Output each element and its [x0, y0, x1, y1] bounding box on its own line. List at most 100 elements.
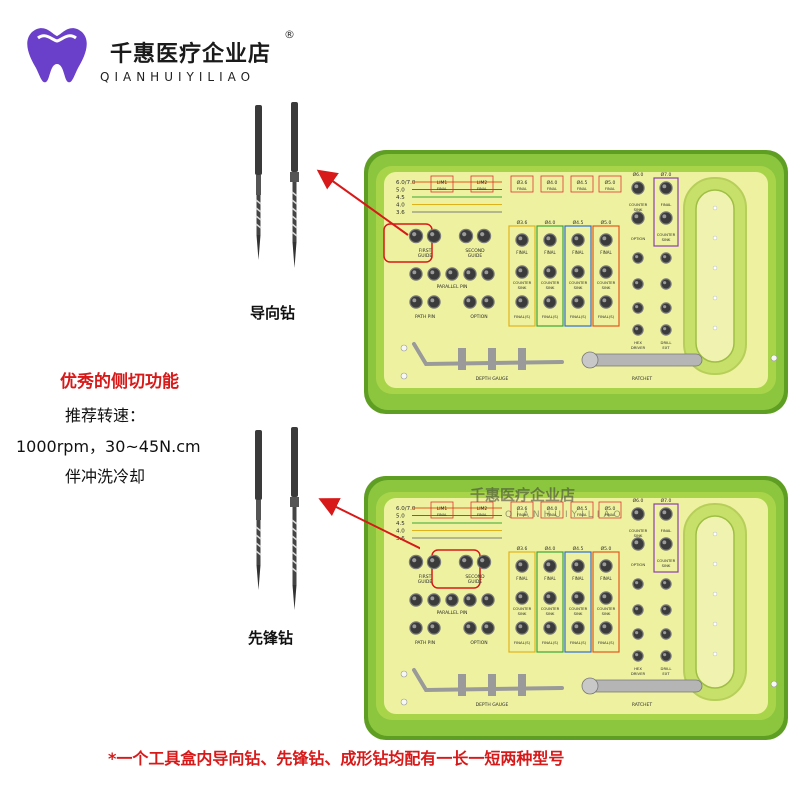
counter-sink-label: COUNTER	[629, 528, 648, 533]
tool-hole	[633, 325, 643, 335]
watermark-pinyin: QIANHUIYILIAO	[505, 510, 625, 520]
drill-column-frame	[508, 551, 536, 653]
drill-column-frame	[536, 225, 564, 327]
second-guide-label: GUIDE	[468, 253, 483, 259]
second-guide-hole	[478, 556, 490, 568]
second-guide-label: SECOND	[465, 248, 485, 254]
parallel-pin-hole	[428, 268, 440, 280]
final-s-label: FINAL(S)	[598, 640, 615, 645]
depth-gauge-label: DEPTH GAUGE	[476, 702, 509, 708]
long-guide-drill	[290, 102, 299, 268]
counter-sink-label: SINK	[634, 207, 643, 212]
depth-gauge-label: DEPTH GAUGE	[476, 376, 509, 382]
top-size-label: Ø7.0	[661, 497, 672, 504]
drill-ext-label: DRILL	[661, 340, 673, 345]
tool-hole	[661, 579, 671, 589]
counter-sink-label: COUNTER	[569, 280, 588, 285]
counter-sink-hole	[516, 592, 528, 604]
column-size-label: Ø4.5	[573, 545, 584, 552]
tray-small-label: FINAL	[477, 513, 487, 517]
final-label: FINAL	[572, 250, 584, 255]
brand-logo: 千惠医疗企业店 ® QIANHUIYILIAO	[22, 22, 322, 92]
second-guide-hole	[460, 556, 472, 568]
tray-small-label: Ø5.0	[605, 505, 616, 512]
parallel-pin-label: PARALLEL PIN	[437, 610, 468, 616]
tray-small-label: FINAL	[517, 513, 527, 517]
final-s-hole	[572, 622, 584, 634]
counter-sink-label: SINK	[602, 285, 611, 290]
tray-screw	[770, 680, 778, 688]
tray-bottom: 6.0/7.05.04.54.03.6LIM1FINALLIM2FINALØ3.…	[362, 474, 790, 742]
tool-hole	[633, 605, 643, 615]
final-s-label: FINAL(S)	[514, 314, 531, 319]
counter-sink-hole	[572, 592, 584, 604]
counter-sink-label: SINK	[518, 285, 527, 290]
large-hole	[660, 508, 672, 520]
tray-small-label: FINAL	[577, 513, 587, 517]
diameter-label: 5.0	[396, 514, 405, 520]
first-guide-label: GUIDE	[418, 253, 433, 259]
path-pin-label: PATH PIN	[415, 640, 435, 646]
purple-frame	[653, 177, 679, 247]
final-s-hole	[600, 296, 612, 308]
tray-screw	[400, 372, 408, 380]
parallel-pin-hole	[464, 594, 476, 606]
counter-sink-label: SINK	[574, 285, 583, 290]
tool-hole	[633, 303, 643, 313]
diameter-label: 3.6	[396, 210, 405, 216]
diameter-label: 4.0	[396, 203, 405, 209]
tool-hole	[633, 629, 643, 639]
tray-small-label: Ø3.6	[517, 505, 528, 512]
tray-small-label: FINAL	[605, 513, 615, 517]
hex-driver-label: DRIVER	[631, 671, 646, 676]
registered-mark: ®	[284, 28, 295, 41]
drill-column-frame	[592, 551, 620, 653]
footer-note: *一个工具盒内导向钻、先锋钻、成形钻均配有一长一短两种型号	[108, 749, 565, 768]
counter-sink-label: SINK	[634, 533, 643, 538]
counter-sink-label: COUNTER	[513, 606, 532, 611]
option-label: OPTION	[470, 640, 487, 646]
highlight-box	[383, 223, 433, 263]
path-pin-hole	[428, 296, 440, 308]
first-guide-hole	[428, 230, 440, 242]
parallel-pin-hole	[482, 594, 494, 606]
final-hole	[544, 234, 556, 246]
final-hole	[516, 560, 528, 572]
tray-screw	[400, 670, 408, 678]
tray-small-label: LIM1	[437, 180, 448, 186]
final-hole	[572, 234, 584, 246]
option-hole	[482, 622, 494, 634]
tray-small-label: Ø3.6	[517, 179, 528, 186]
counter-sink-label: SINK	[662, 237, 671, 242]
depth-gauge	[412, 342, 564, 367]
watermark: 千惠医疗企业店	[470, 486, 576, 504]
tooth-logo-icon	[27, 28, 87, 83]
speed-value: 1000rpm，30~45N.cm	[16, 437, 201, 456]
tool-hole	[661, 605, 671, 615]
second-guide-label: GUIDE	[468, 579, 483, 585]
counter-sink-label: COUNTER	[657, 232, 676, 237]
diameter-label: 5.0	[396, 188, 405, 194]
tool-hole	[633, 253, 643, 263]
counter-sink-label: COUNTER	[629, 202, 648, 207]
tool-hole	[661, 651, 671, 661]
ratchet	[583, 353, 703, 367]
counter-sink-label: SINK	[546, 285, 555, 290]
top-size-label: Ø7.0	[661, 171, 672, 178]
guide-drill-label: 导向钻	[250, 304, 296, 322]
first-guide-hole	[428, 556, 440, 568]
diameter-label: 6.0/7.0	[396, 506, 416, 512]
arrows-layer	[316, 169, 420, 550]
second-guide-hole	[460, 230, 472, 242]
final-label: FINAL	[544, 576, 556, 581]
tool-hole	[633, 579, 643, 589]
speed-label: 推荐转速：	[65, 406, 146, 425]
tool-hole	[661, 279, 671, 289]
drill-column-frame	[592, 225, 620, 327]
arrow-second-guide	[318, 498, 420, 550]
counter-sink-label: SINK	[662, 563, 671, 568]
path-pin-hole	[428, 622, 440, 634]
tray-small-label: LIM2	[477, 506, 488, 512]
counter-sink-label: SINK	[518, 611, 527, 616]
final-label: FINAL	[516, 576, 528, 581]
